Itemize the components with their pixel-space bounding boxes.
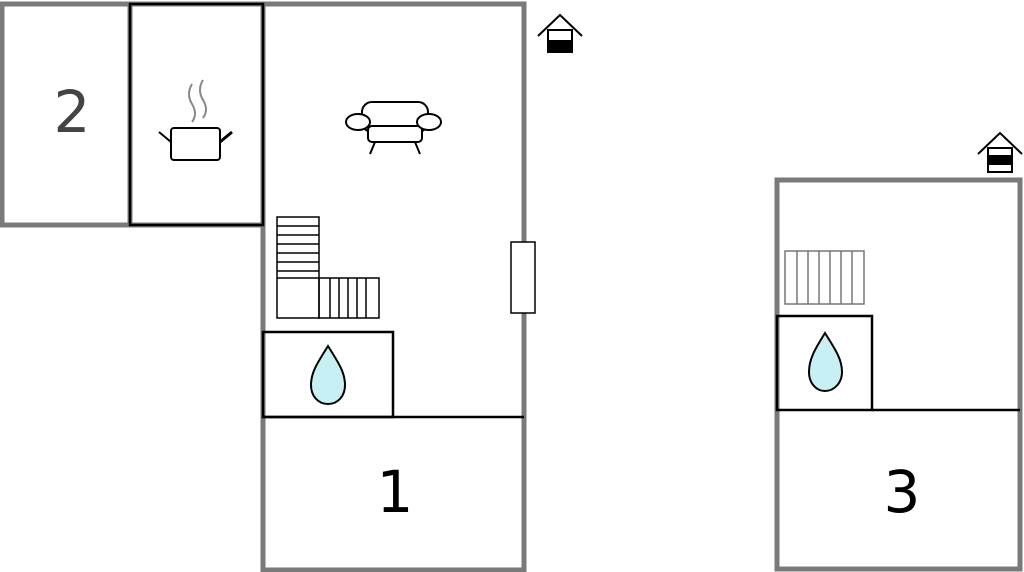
water-drop-icon [807,331,844,393]
house-floor-icon [977,131,1023,173]
window [510,241,536,314]
floor-plan-left: 2 1 [0,1,583,572]
cooking-pot-icon [158,79,233,161]
room-label-2: 2 [54,78,91,146]
water-drop-icon [309,344,347,406]
bathroom-right [775,314,874,412]
house-floor-icon [537,13,583,53]
staircase-icon [784,250,865,305]
sofa-icon [345,101,442,155]
kitchen-room [128,2,265,227]
staircase-icon [276,216,380,319]
floor-plan-right: 3 [774,131,1023,572]
room-label-3: 3 [884,458,921,526]
room-label-1: 1 [377,458,414,526]
